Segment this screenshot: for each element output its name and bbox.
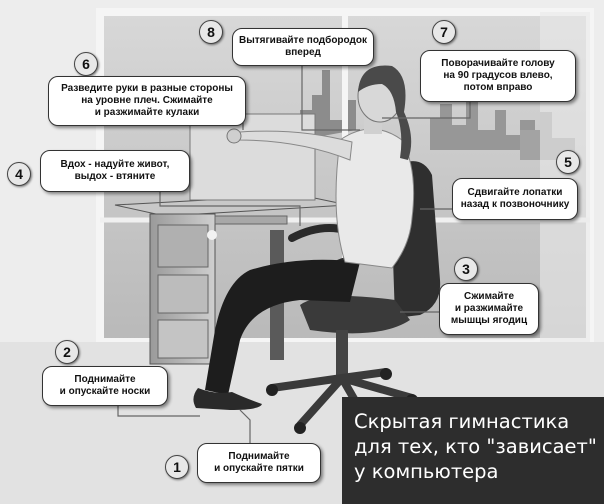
step-number-7: 7 — [432, 20, 456, 44]
step-number-5: 5 — [556, 150, 580, 174]
callout-arms-fists-exercise: Разведите руки в разные стороны на уровн… — [48, 76, 246, 126]
callout-chin-exercise: Вытягивайте подбородок вперед — [232, 28, 374, 66]
callout-toes-exercise: Поднимайте и опускайте носки — [42, 366, 168, 406]
step-number-6: 6 — [74, 52, 98, 76]
callout-head-turn-exercise: Поворачивайте голову на 90 градусов влев… — [420, 50, 576, 102]
seated-woman — [193, 65, 415, 410]
callout-shoulder-blades-exercise: Сдвигайте лопатки назад к позвоночнику — [452, 178, 578, 220]
step-number-3: 3 — [454, 257, 478, 281]
callout-heels-exercise: Поднимайте и опускайте пятки — [197, 443, 321, 483]
callout-breathing-exercise: Вдох - надуйте живот, выдох - втяните — [40, 150, 190, 192]
step-number-2: 2 — [55, 340, 79, 364]
callout-glutes-exercise: Сжимайте и разжимайте мышцы ягодиц — [439, 283, 539, 335]
step-number-1: 1 — [165, 455, 189, 479]
caption-title: Скрытая гимнастика для тех, кто "зависае… — [342, 397, 604, 504]
step-number-8: 8 — [199, 20, 223, 44]
step-number-4: 4 — [7, 162, 31, 186]
